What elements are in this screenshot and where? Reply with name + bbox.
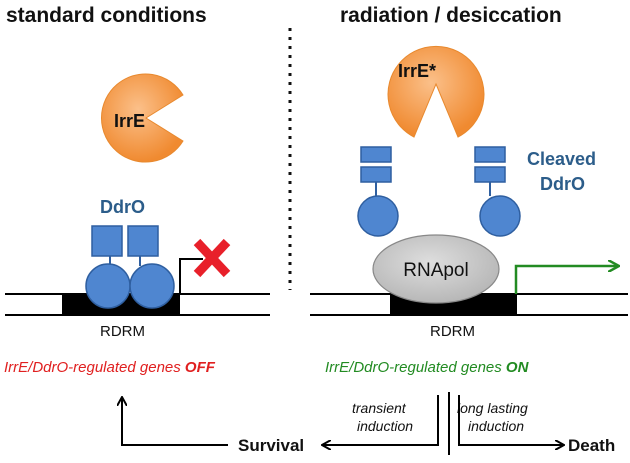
- right-status: IrrE/DdrO-regulated genes ON: [325, 359, 530, 376]
- transcription-start-arrow: [514, 266, 618, 294]
- transient-induction-line1: transient: [352, 400, 407, 416]
- rna-polymerase-icon: [372, 234, 500, 304]
- ddro-dimer-icon: [85, 225, 175, 309]
- activated-irre-protein-icon: [387, 45, 485, 138]
- repressed-cross-icon: [193, 238, 231, 278]
- blocked-promoter-icon: [179, 258, 203, 294]
- rnapol-label: RNApol: [403, 260, 468, 281]
- left-rdrm-label: RDRM: [100, 323, 145, 340]
- left-status: IrrE/DdrO-regulated genes OFF: [4, 359, 216, 376]
- irre-protein-icon: [100, 73, 184, 163]
- cleaved-ddro-label-line2: DdrO: [540, 174, 585, 194]
- lasting-induction-line1: long lasting: [457, 400, 528, 416]
- survival-arrow: [323, 395, 439, 445]
- return-to-standard-arrow: [122, 398, 228, 446]
- transient-induction-line2: induction: [357, 418, 413, 434]
- lasting-induction-line2: induction: [468, 418, 524, 434]
- death-label: Death: [568, 436, 615, 455]
- right-rdrm-label: RDRM: [430, 323, 475, 340]
- left-ddro-label: DdrO: [100, 197, 145, 217]
- right-irre-label: IrrE*: [398, 61, 436, 81]
- death-arrow: [458, 395, 563, 445]
- left-irre-label: IrrE: [114, 111, 145, 131]
- survival-label: Survival: [238, 436, 304, 455]
- right-panel-heading: radiation / desiccation: [340, 4, 562, 27]
- cleaved-ddro-monomer-icon: [357, 146, 399, 237]
- cleaved-ddro-label-line1: Cleaved: [527, 149, 596, 169]
- cleaved-ddro-monomer-icon: [474, 146, 521, 237]
- left-panel-heading: standard conditions: [6, 4, 207, 27]
